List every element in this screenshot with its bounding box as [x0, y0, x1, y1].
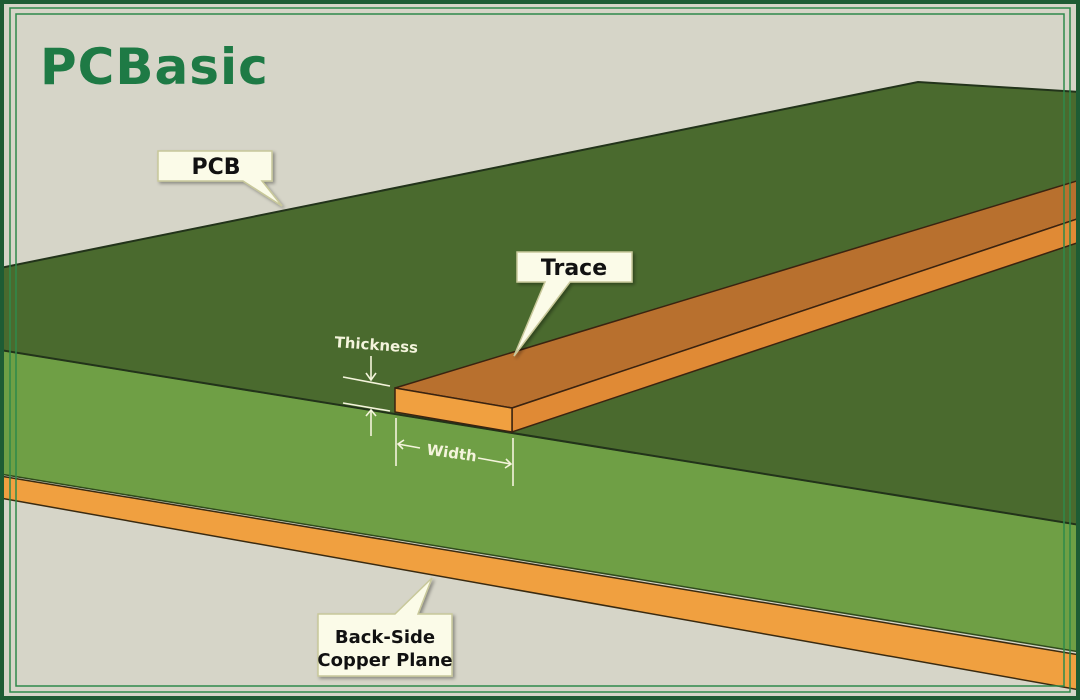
back-side-label-line2: Copper Plane [317, 650, 452, 671]
thickness-label: Thickness [334, 333, 419, 357]
pcb-callout [157, 150, 283, 207]
width-dimension [395, 418, 514, 486]
back-side-copper-plane [0, 475, 1080, 691]
thickness-dimension [342, 356, 391, 436]
trace-callout [513, 251, 633, 357]
trace-label: Trace [541, 256, 607, 281]
pcbasic-logo: PCBasic [40, 38, 269, 96]
back-side-label-line1: Back-Side [335, 627, 435, 648]
back-side-copper-callout [317, 577, 453, 677]
pcb-label: PCB [191, 155, 240, 180]
trace-front-face [394, 387, 513, 433]
